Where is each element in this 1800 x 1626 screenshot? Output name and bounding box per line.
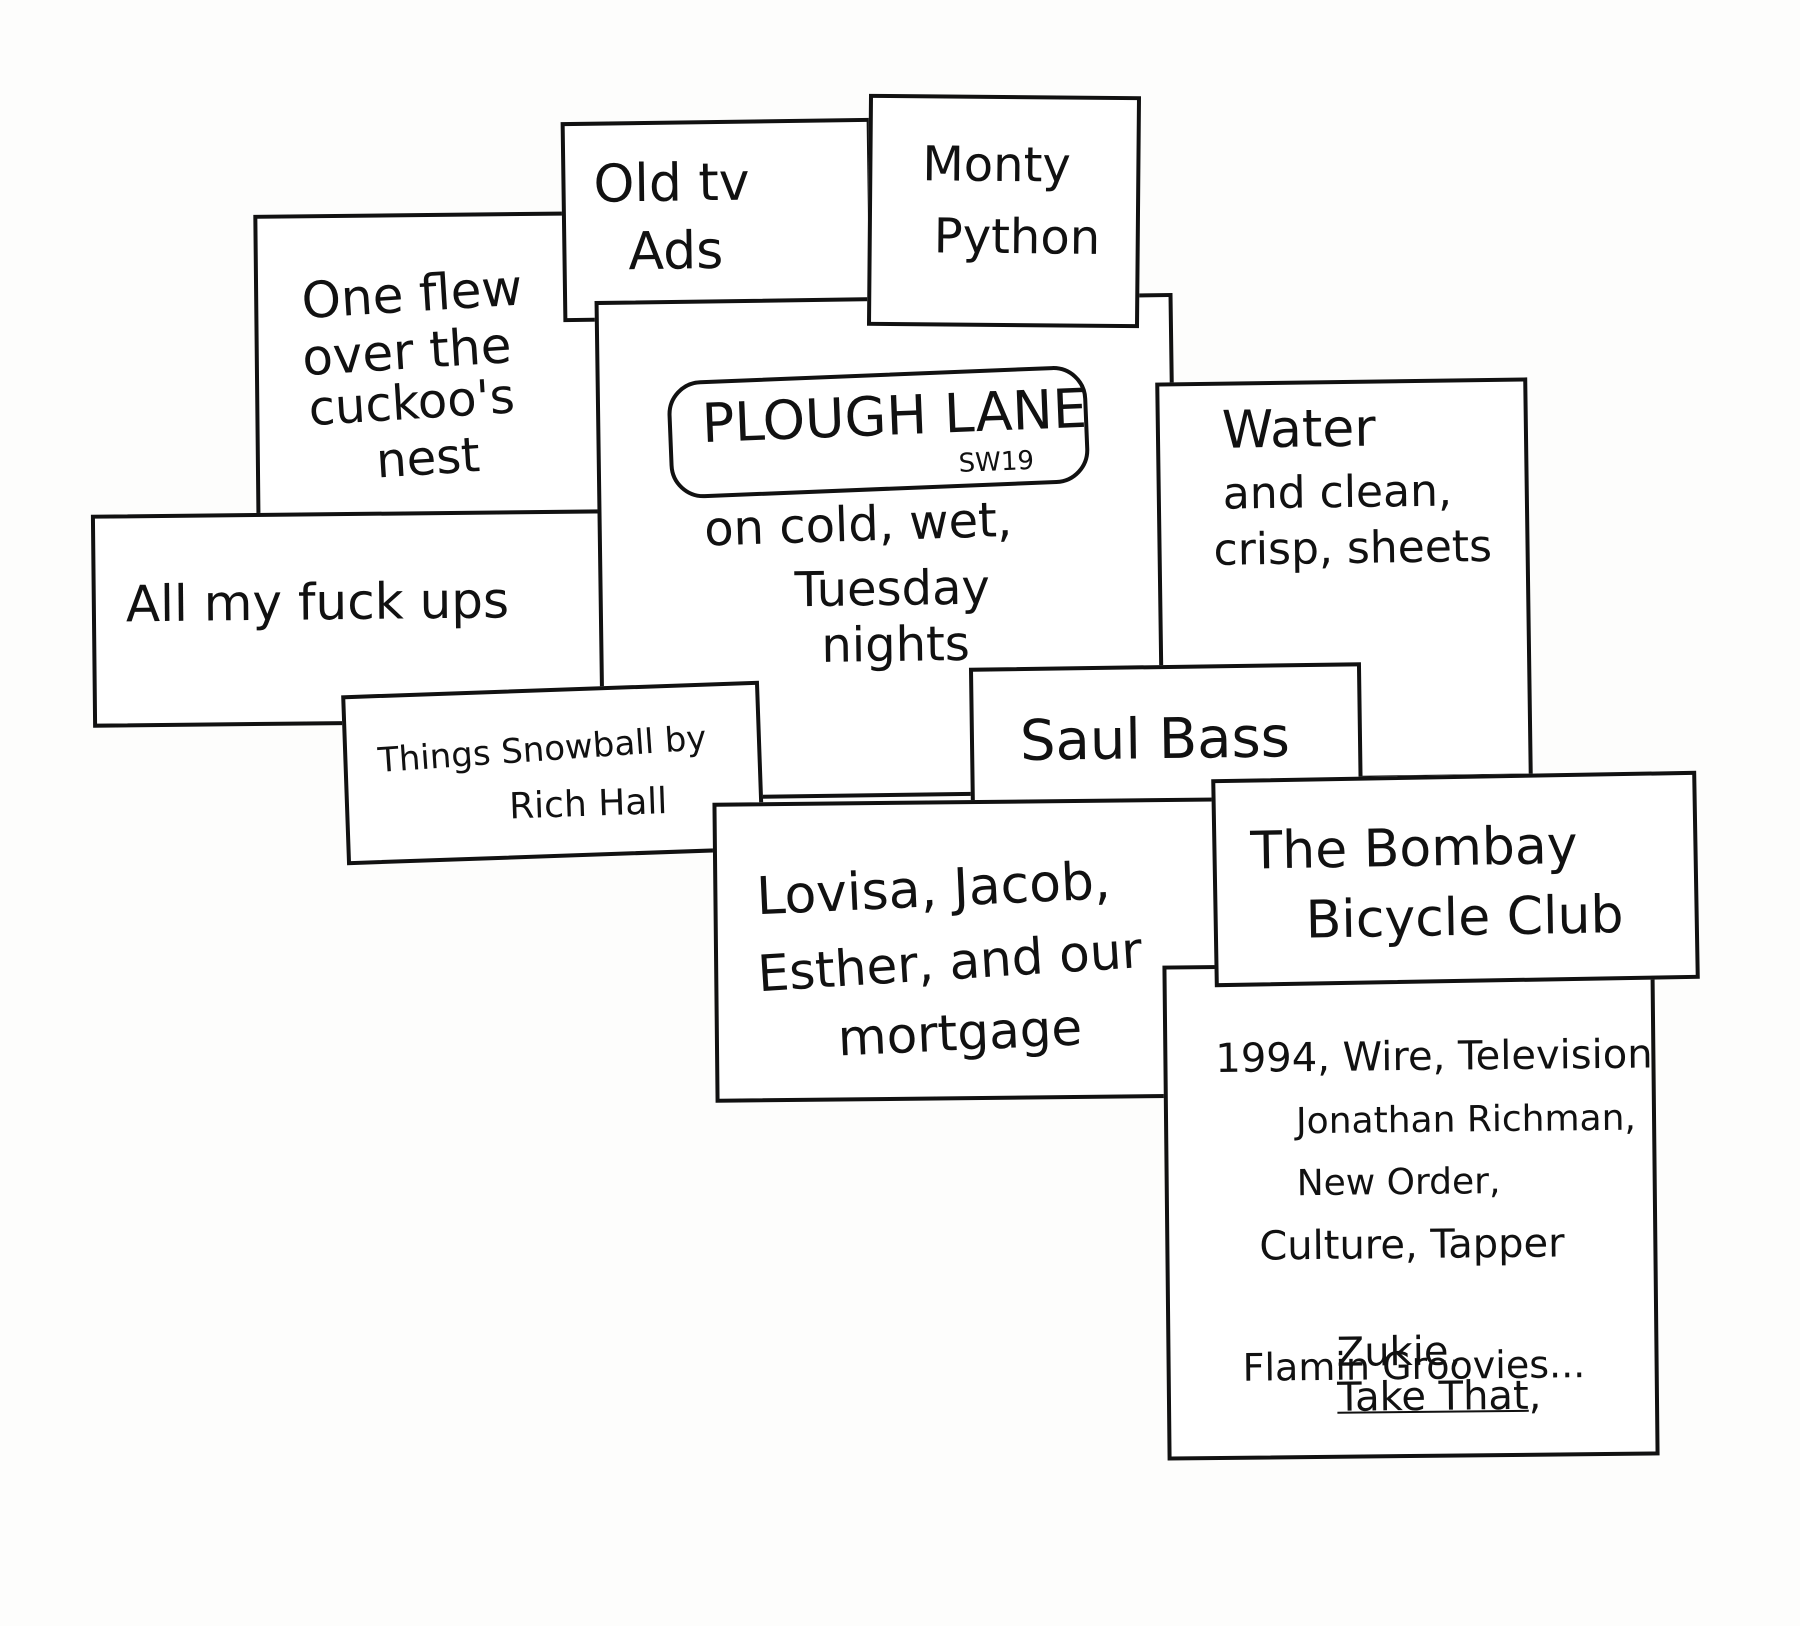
lovisa-line-1: Lovisa, Jacob, xyxy=(755,851,1112,928)
music-line-6: Flamin Groovies... xyxy=(1242,1342,1586,1390)
monty-line-1: Monty xyxy=(922,136,1072,194)
bombay-line-1: The Bombay xyxy=(1249,815,1578,882)
music-line-1: 1994, Wire, Television xyxy=(1215,1031,1653,1083)
card-things-snowball: Things Snowball by Rich Hall xyxy=(341,680,765,866)
card-old-tv-ads: Old tv Ads xyxy=(560,117,874,323)
water-line-3: crisp, sheets xyxy=(1213,520,1493,576)
plough-line-1: on cold, wet, xyxy=(703,491,1013,558)
cuckoo-line-4: nest xyxy=(374,427,482,490)
plough-lane-sign: PLOUGH LANE SW19 xyxy=(666,364,1091,500)
card-bombay-bicycle-club: The Bombay Bicycle Club xyxy=(1211,770,1700,988)
fuckups-text: All my fuck ups xyxy=(125,571,510,634)
monty-line-2: Python xyxy=(933,208,1101,266)
card-monty-python: Monty Python xyxy=(866,93,1142,329)
plough-line-3: nights xyxy=(820,615,971,674)
sign-subtitle: SW19 xyxy=(958,445,1035,479)
music-line-3: New Order, xyxy=(1296,1161,1501,1205)
sign-title: PLOUGH LANE xyxy=(700,376,1089,456)
snowball-line-1: Things Snowball by xyxy=(376,718,708,782)
old-tv-line-2: Ads xyxy=(628,220,724,283)
music-line-2: Jonathan Richman, xyxy=(1295,1097,1637,1143)
card-music-list: 1994, Wire, Television Jonathan Richman,… xyxy=(1162,960,1660,1461)
water-line-2: and clean, xyxy=(1222,465,1453,520)
plough-line-2: Tuesday xyxy=(794,559,991,619)
bombay-line-2: Bicycle Club xyxy=(1305,885,1624,951)
card-one-flew-over-the-cuckoos-nest: One flew over the cuckoo's nest xyxy=(253,211,607,540)
cuckoo-line-3: cuckoo's xyxy=(306,368,517,438)
water-line-1: Water xyxy=(1221,398,1377,461)
lovisa-line-3: mortgage xyxy=(836,998,1084,1068)
lovisa-line-2: Esther, and our xyxy=(755,921,1144,1004)
saul-text: Saul Bass xyxy=(1019,705,1291,775)
old-tv-line-1: Old tv xyxy=(593,152,750,215)
music-line-4: Culture, Tapper xyxy=(1259,1220,1565,1270)
snowball-line-2: Rich Hall xyxy=(508,781,668,828)
